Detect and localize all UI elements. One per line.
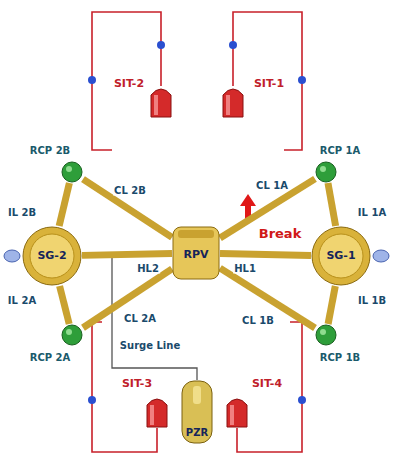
safety-tank-shape <box>222 86 244 118</box>
pipe-label: CL 1A <box>255 180 289 191</box>
safety-tank: SIT-3 <box>146 396 168 428</box>
injection-line <box>92 12 161 150</box>
pressurizer: PZR <box>181 380 213 444</box>
pump-symbol-shape <box>61 161 83 183</box>
valve-dot <box>88 396 96 404</box>
component-label: RCP 2B <box>30 145 70 156</box>
steam-nozzle <box>4 250 20 262</box>
component-label: SG-2 <box>37 250 66 262</box>
valve-dot <box>88 76 96 84</box>
coolant-pipe <box>328 286 335 324</box>
pump-symbol-shape <box>61 324 83 346</box>
pipe-label: IL 2B <box>7 207 37 218</box>
safety-tank: SIT-4 <box>226 396 248 428</box>
steam-generator: SG-1 <box>311 226 371 286</box>
safety-tank: SIT-1 <box>222 86 244 118</box>
component-label: RCP 1A <box>320 145 361 156</box>
steam-nozzle <box>373 250 389 262</box>
component-label: SIT-1 <box>254 78 284 90</box>
coolant-pipe <box>328 183 336 226</box>
coolant-pipe <box>59 183 69 226</box>
coolant-pipe <box>220 268 315 328</box>
component-label: SIT-2 <box>114 78 144 90</box>
valve-dot <box>298 76 306 84</box>
component-label: PZR <box>186 427 208 438</box>
valve-dot <box>157 41 165 49</box>
pipe-label: CL 2A <box>123 313 157 324</box>
pump-symbol: RCP 2B <box>61 161 83 183</box>
injection-line <box>237 322 302 452</box>
safety-tank: SIT-2 <box>150 86 172 118</box>
coolant-pipe <box>82 254 172 256</box>
pipe-label: HL1 <box>233 263 257 274</box>
component-label: RCP 2A <box>30 352 71 363</box>
pump-symbol-shape <box>315 161 337 183</box>
coolant-pipe <box>83 179 172 237</box>
valve-dot <box>229 41 237 49</box>
coolant-pipe <box>60 286 70 324</box>
safety-tank-shape <box>146 396 168 428</box>
pipe-label: CL 1B <box>241 315 275 326</box>
component-label: RPV <box>183 249 208 261</box>
pipe-label: IL 1A <box>357 207 387 218</box>
coolant-pipe <box>83 269 172 328</box>
component-label: RCP 1B <box>320 352 360 363</box>
pump-symbol: RCP 2A <box>61 324 83 346</box>
pipe-label: IL 2A <box>7 295 37 306</box>
steam-generator: SG-2 <box>22 226 82 286</box>
component-label: SG-1 <box>326 250 355 262</box>
component-label: SIT-3 <box>122 378 152 390</box>
safety-tank-shape <box>150 86 172 118</box>
coolant-pipe <box>220 253 311 255</box>
pump-symbol: RCP 1B <box>315 324 337 346</box>
pump-symbol-shape <box>315 324 337 346</box>
valve-dot <box>298 396 306 404</box>
reactor-vessel: RPV <box>172 226 220 280</box>
safety-tank-shape <box>226 396 248 428</box>
break-label: Break <box>258 227 303 241</box>
pipe-label: CL 2B <box>113 185 147 196</box>
pipe-label: HL2 <box>136 263 160 274</box>
pump-symbol: RCP 1A <box>315 161 337 183</box>
component-label: SIT-4 <box>252 378 282 390</box>
surge-line-label: Surge Line <box>119 340 181 351</box>
injection-line <box>233 12 302 150</box>
pipe-label: IL 1B <box>357 295 387 306</box>
